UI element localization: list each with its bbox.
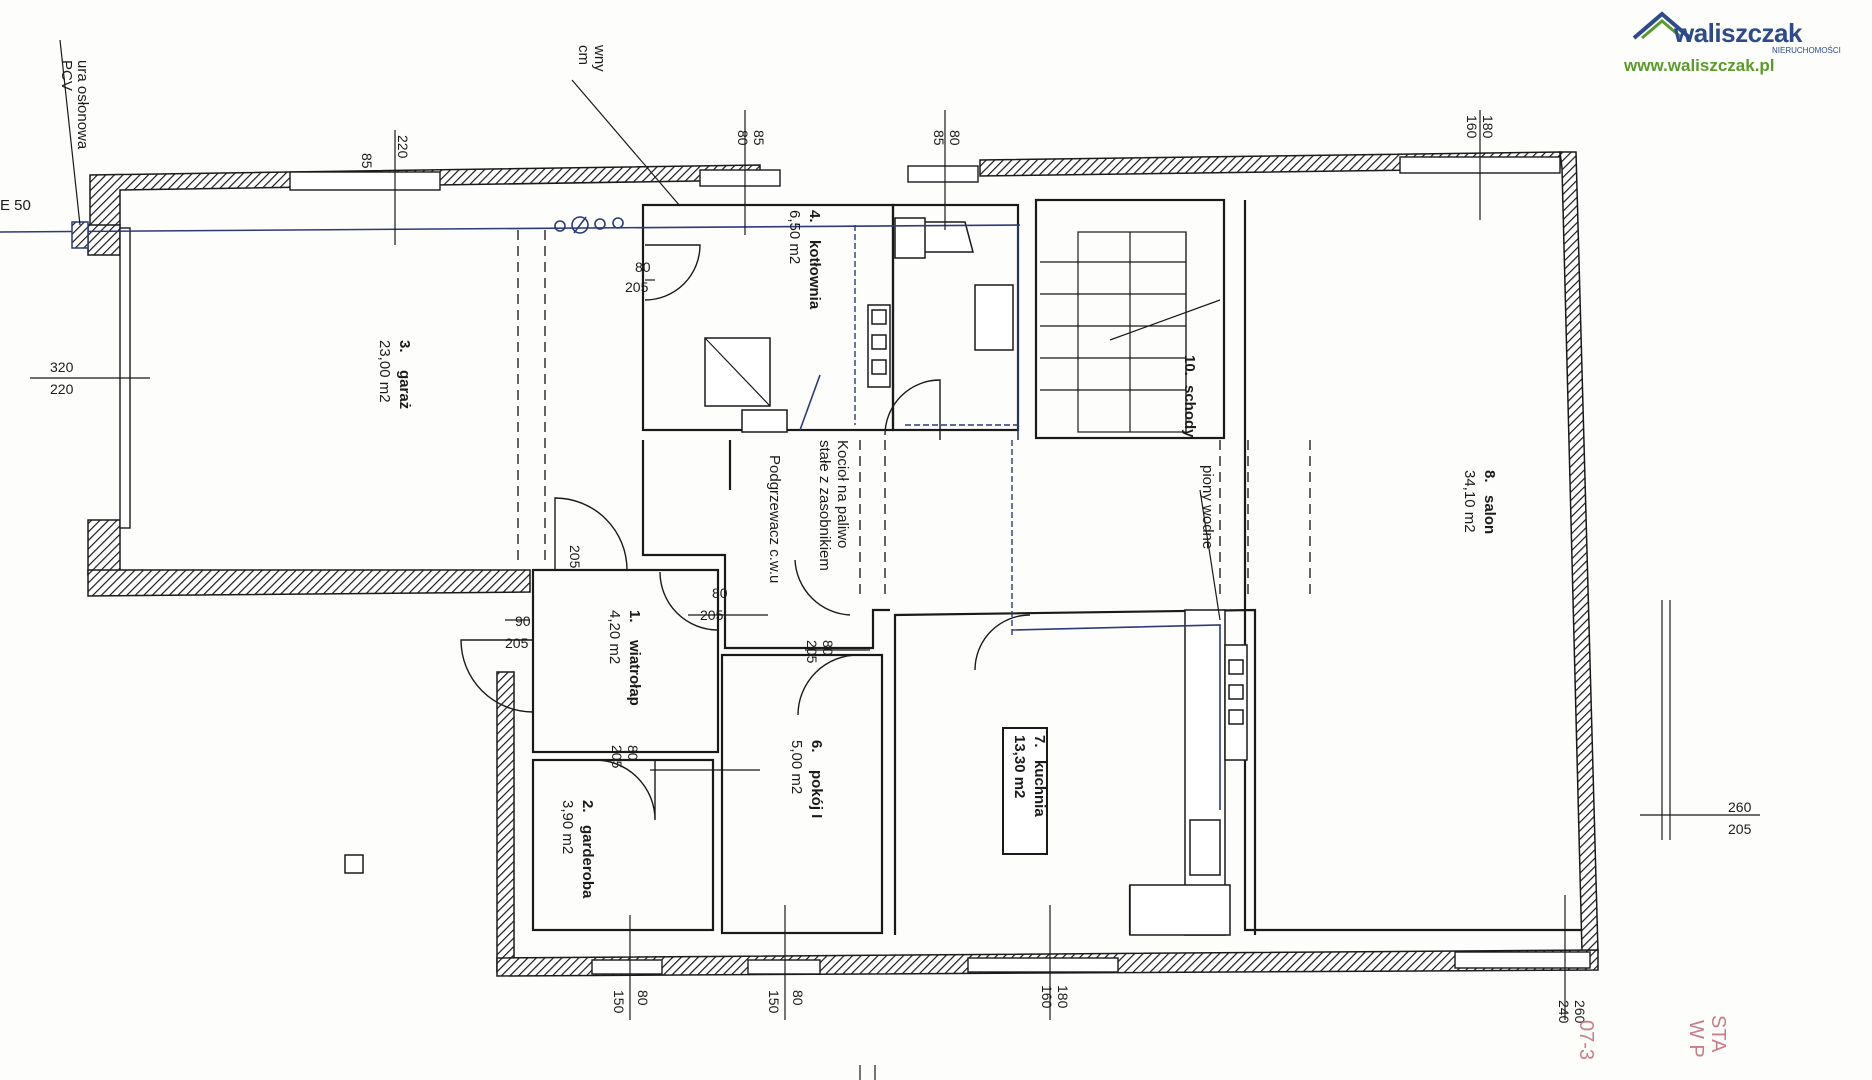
svg-text:80: 80: [712, 585, 728, 601]
annotations: Kocioł na paliwo stałe z zasobnikiem Pod…: [0, 44, 1216, 583]
room-wardrobe-label: 2. garderoba 3,90 m2: [559, 800, 596, 899]
staircase: [1040, 231, 1221, 433]
svg-text:piony wodne: piony wodne: [1199, 465, 1216, 549]
svg-text:160: 160: [1039, 985, 1055, 1009]
svg-text:90: 90: [515, 613, 531, 629]
svg-text:150: 150: [766, 990, 782, 1014]
svg-text:salon: salon: [1481, 495, 1498, 534]
svg-text:3,90 m2: 3,90 m2: [559, 800, 576, 854]
svg-text:85: 85: [931, 130, 947, 146]
doors: [460, 244, 1031, 821]
svg-text:205: 205: [505, 635, 529, 651]
svg-text:10.: 10.: [1181, 355, 1198, 376]
room-living-label: 8. salon 34,10 m2: [1461, 470, 1498, 534]
svg-text:180: 180: [1480, 115, 1496, 139]
svg-text:8.: 8.: [1481, 470, 1498, 483]
svg-text:80: 80: [790, 990, 806, 1006]
room-kitchen-label: 7. kuchnia 13,30 m2: [1002, 727, 1048, 855]
svg-text:Kocioł na paliwo: Kocioł na paliwo: [834, 440, 851, 548]
svg-text:205: 205: [609, 745, 625, 769]
svg-text:6.: 6.: [808, 740, 825, 753]
svg-text:260: 260: [1572, 1000, 1588, 1024]
svg-text:80: 80: [735, 130, 751, 146]
brand-url: www.waliszczak.pl: [1624, 56, 1775, 75]
pipe-label: E 50: [0, 197, 31, 214]
svg-text:85: 85: [359, 153, 375, 169]
svg-text:260: 260: [1728, 799, 1752, 815]
svg-text:205: 205: [804, 640, 820, 664]
dimension-lines: [30, 110, 1760, 1080]
svg-text:205: 205: [1728, 821, 1752, 837]
svg-text:160: 160: [1464, 115, 1480, 139]
svg-text:80: 80: [947, 130, 963, 146]
svg-text:80: 80: [820, 640, 836, 656]
brand-logo: waliszczak NIERUCHOMOŚCI www.waliszczak.…: [1622, 8, 1862, 78]
svg-text:kotłownia: kotłownia: [806, 240, 823, 310]
riser-note: piony wodne: [1199, 465, 1216, 549]
svg-text:13,30 m2: 13,30 m2: [1011, 735, 1028, 798]
pipes: [0, 39, 1221, 810]
svg-text:1.: 1.: [626, 610, 643, 623]
vent-note: wny cm: [575, 44, 608, 72]
room-garage-label: 3. garaż 23,00 m2: [376, 340, 413, 409]
svg-text:wiatrołap: wiatrołap: [626, 639, 643, 706]
svg-text:85: 85: [751, 130, 767, 146]
svg-text:205: 205: [567, 545, 583, 569]
room-vestibule-label: 1. wiatrołap 4,20 m2: [606, 610, 643, 706]
svg-text:80: 80: [635, 990, 651, 1006]
svg-text:wny: wny: [591, 44, 608, 72]
svg-text:34,10 m2: 34,10 m2: [1461, 470, 1478, 533]
svg-text:pokój I: pokój I: [808, 770, 825, 818]
house-roof-icon: [1632, 11, 1692, 40]
heater-note: Podgrzewacz c.w.u: [766, 455, 783, 583]
svg-text:garaż: garaż: [396, 370, 413, 409]
boiler-note: Kocioł na paliwo stałe z zasobnikiem: [816, 440, 851, 571]
svg-text:Podgrzewacz c.w.u: Podgrzewacz c.w.u: [766, 455, 783, 583]
svg-text:205: 205: [625, 279, 649, 295]
svg-text:2.: 2.: [579, 800, 596, 813]
svg-text:garderoba: garderoba: [579, 825, 596, 899]
fixtures: [344, 217, 1248, 936]
svg-text:STA: STA: [1707, 1015, 1729, 1053]
interior-walls: [517, 198, 1582, 935]
svg-text:180: 180: [1055, 985, 1071, 1009]
svg-text:07-3: 07-3: [1575, 1020, 1597, 1060]
room-stairs-label: 10. schody: [1181, 355, 1198, 438]
svg-text:5,00 m2: 5,00 m2: [788, 740, 805, 794]
svg-text:schody: schody: [1181, 385, 1198, 438]
stamp: 07-3 STA W P: [1575, 1015, 1729, 1060]
svg-text:240: 240: [1556, 1000, 1572, 1024]
svg-text:PCV: PCV: [58, 60, 75, 91]
svg-text:80: 80: [635, 259, 651, 275]
svg-text:220: 220: [395, 135, 411, 159]
svg-text:3.: 3.: [396, 340, 413, 353]
svg-text:80: 80: [625, 745, 641, 761]
svg-text:6,50 m2: 6,50 m2: [786, 210, 803, 264]
svg-text:220: 220: [50, 381, 74, 397]
room-boiler-label: 4. kotłownia 6,50 m2: [786, 210, 823, 310]
brand-subtitle: NIERUCHOMOŚCI: [1772, 46, 1841, 55]
svg-text:stałe z zasobnikiem: stałe z zasobnikiem: [816, 440, 833, 571]
room-labels: 3. garaż 23,00 m2 4. kotłownia 6,50 m2 1…: [376, 210, 1498, 899]
svg-text:320: 320: [50, 359, 74, 375]
svg-text:W P: W P: [1685, 1020, 1707, 1058]
svg-text:150: 150: [611, 990, 627, 1014]
svg-text:4.: 4.: [806, 210, 823, 223]
svg-text:4,20 m2: 4,20 m2: [606, 610, 623, 664]
svg-text:cm: cm: [575, 45, 592, 65]
svg-text:kuchnia: kuchnia: [1031, 760, 1048, 817]
svg-text:7.: 7.: [1031, 735, 1048, 748]
sleeve-note: ura osłonowa PCV: [58, 60, 91, 150]
brand-name: waliszczak: [1674, 18, 1802, 48]
svg-text:23,00 m2: 23,00 m2: [376, 340, 393, 403]
exterior-walls: [87, 151, 1599, 977]
svg-text:ura osłonowa: ura osłonowa: [74, 60, 91, 150]
svg-text:205: 205: [700, 607, 724, 623]
room-bedroom-label: 6. pokój I 5,00 m2: [788, 740, 825, 818]
